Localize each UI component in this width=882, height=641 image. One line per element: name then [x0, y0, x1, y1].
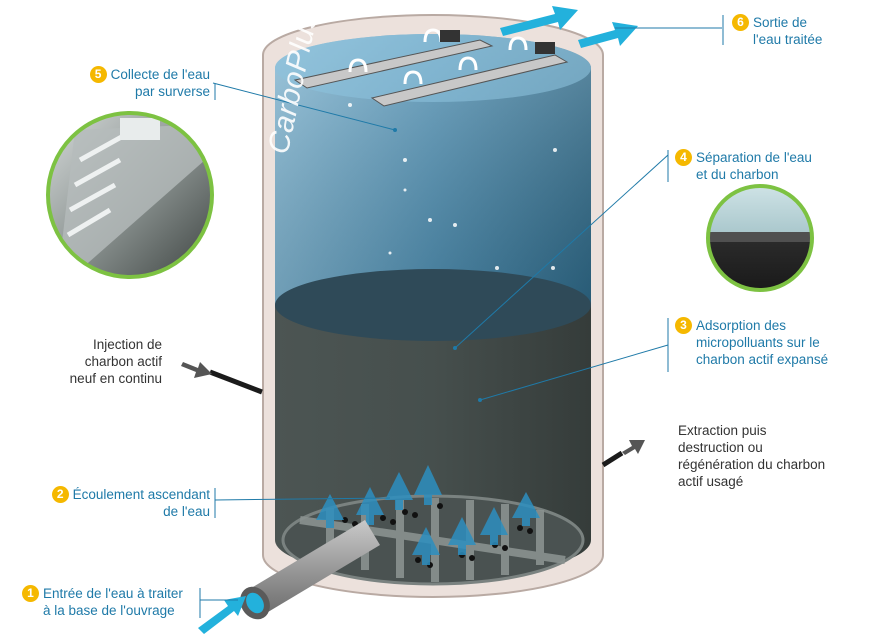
step-3-badge: 3 [675, 317, 692, 334]
photo-inset-weir [46, 111, 214, 279]
step-2-badge: 2 [51, 486, 69, 503]
overflow-troughs [293, 28, 569, 107]
step-5-badge: 5 [89, 66, 107, 83]
inlet-pipe [198, 520, 380, 634]
bubbles [348, 103, 557, 270]
water-column [275, 34, 591, 341]
photo-inset-carbon [706, 184, 814, 292]
extraction-pipe [601, 440, 645, 468]
distribution-floor [281, 494, 585, 586]
injection-pipe [181, 362, 263, 395]
step-6-badge: 6 [732, 14, 749, 31]
leader-lines [199, 15, 724, 618]
extraction-label: Extraction puis destruction ou régénérat… [678, 423, 826, 489]
step-1-badge: 1 [22, 585, 39, 602]
step-4-badge: 4 [675, 149, 692, 166]
upflow-arrows [316, 465, 540, 565]
injection-label: Injection de charbon actif neuf en conti… [69, 337, 162, 386]
